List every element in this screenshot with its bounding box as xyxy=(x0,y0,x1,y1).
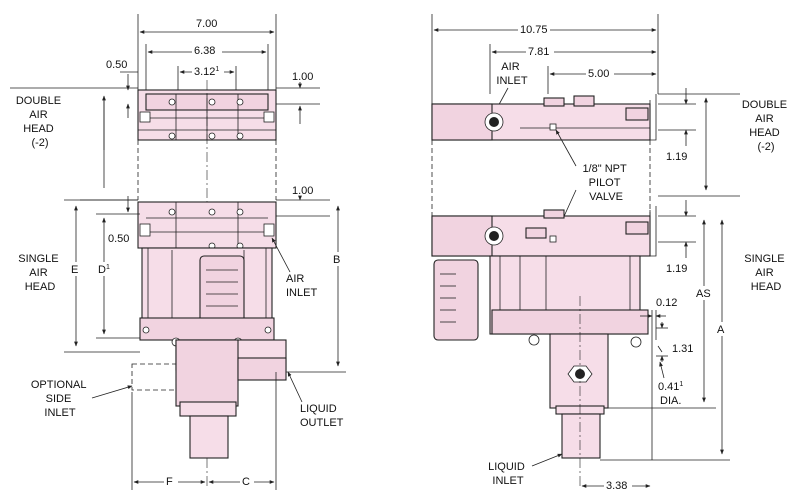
dim-a: A xyxy=(717,324,725,336)
label-air-inlet-left: AIR INLET xyxy=(286,273,317,299)
dim-0-41: 0.411 xyxy=(658,381,683,393)
side-grip xyxy=(433,259,479,341)
dim-3-38: 3.38 xyxy=(606,480,627,492)
dim-1-19-top: 1.19 xyxy=(666,151,687,163)
dim-0-50-mid: 0.50 xyxy=(108,233,129,245)
dim-7-81: 7.81 xyxy=(528,46,549,58)
dim-b: B xyxy=(333,254,340,266)
dim-d: D1 xyxy=(98,264,110,276)
dim-5-00: 5.00 xyxy=(588,68,609,80)
label-air-inlet-right: AIR INLET xyxy=(496,61,527,87)
left-front-view: 7.00 6.38 3.121 0.50 1.00 xyxy=(10,14,346,490)
label-single-air-head-right: SINGLE AIR HEAD xyxy=(744,253,787,293)
label-double-air-head-left: DOUBLE AIR HEAD (-2) xyxy=(16,95,64,149)
right-side-view: 10.75 7.81 5.00 AIR INLET 1.19 xyxy=(431,14,790,492)
dim-dia: DIA. xyxy=(660,395,681,407)
label-optional-side-inlet: OPTIONAL SIDE INLET xyxy=(31,379,89,419)
dim-1-00-mid: 1.00 xyxy=(292,185,313,197)
label-double-air-head-right: DOUBLE AIR HEAD (-2) xyxy=(742,99,790,153)
dim-7-00: 7.00 xyxy=(196,18,217,30)
dim-as: AS xyxy=(696,288,711,300)
dim-6-38: 6.38 xyxy=(194,45,215,57)
liquid-outlet-port xyxy=(237,357,287,381)
dim-0-50-top: 0.50 xyxy=(106,59,127,71)
label-single-air-head-left: SINGLE AIR HEAD xyxy=(18,253,61,293)
liquid-inlet-stem xyxy=(561,413,601,459)
optional-side-inlet-outline xyxy=(131,363,177,391)
dim-1-19-mid: 1.19 xyxy=(666,263,687,275)
liquid-stem xyxy=(189,415,229,459)
dim-f: F xyxy=(166,476,173,488)
single-air-head-block xyxy=(137,201,277,249)
label-liquid-outlet: LIQUID OUTLET xyxy=(300,403,344,429)
dim-10-75: 10.75 xyxy=(520,24,548,36)
dim-3-12: 3.121 xyxy=(194,66,219,78)
dim-e: E xyxy=(71,264,78,276)
label-liquid-inlet: LIQUID INLET xyxy=(488,461,528,487)
dim-1-00-top: 1.00 xyxy=(292,71,313,83)
dim-c: C xyxy=(242,476,250,488)
dim-0-12: 0.12 xyxy=(656,297,677,309)
label-pilot-valve: 1/8" NPT PILOT VALVE xyxy=(582,163,629,203)
dim-1-31: 1.31 xyxy=(672,343,693,355)
